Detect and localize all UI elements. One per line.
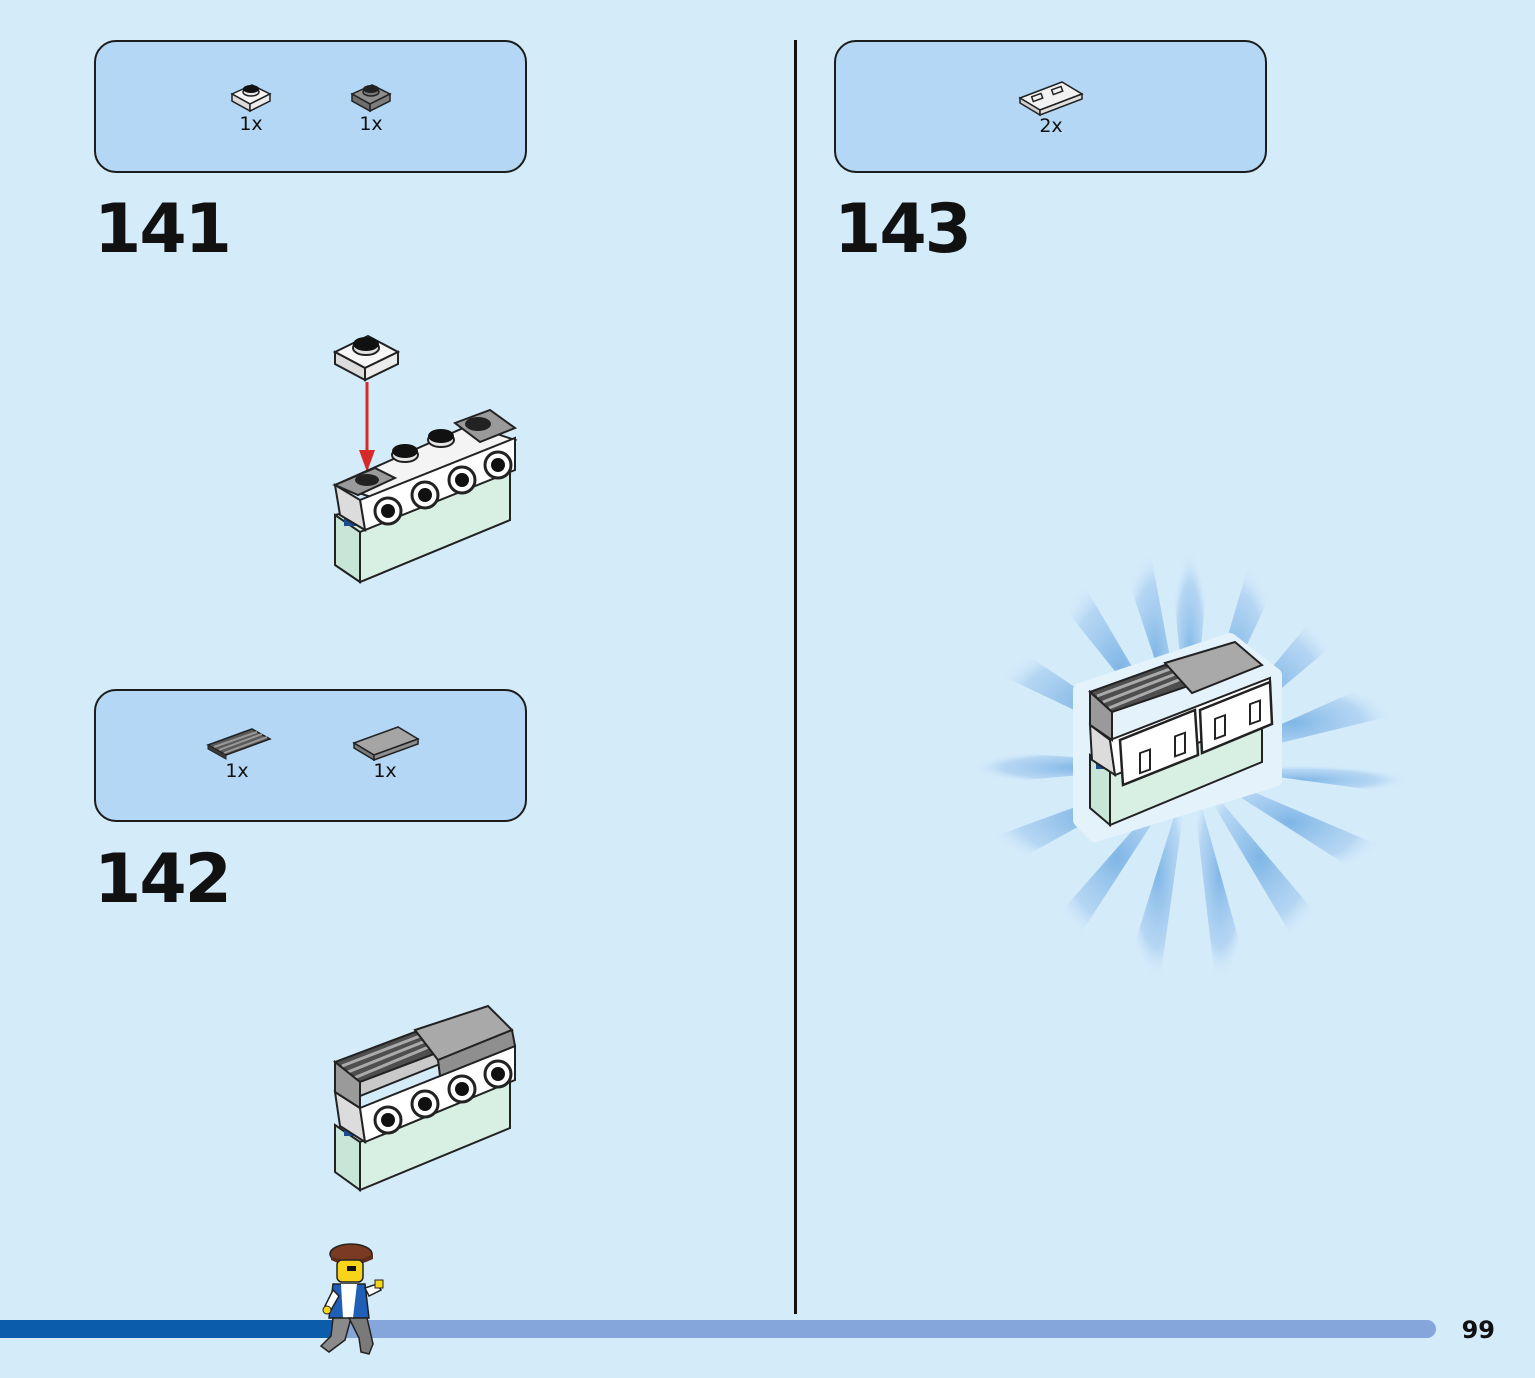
dark-gray-grille-tile-icon (206, 728, 272, 760)
model-step-141 (332, 334, 518, 584)
progress-fill (0, 1320, 338, 1338)
step-number-142: 142 (94, 840, 232, 919)
model-step-143-completed (970, 550, 1410, 980)
white-plate-1x1-icon (230, 84, 272, 113)
progress-track (0, 1320, 1436, 1338)
part-white-clip-tile: 2x (1014, 76, 1088, 136)
part-grille-tile: 1x (200, 723, 274, 781)
page-number: 99 (1461, 1316, 1495, 1344)
placement-arrow (359, 382, 375, 472)
white-tile-with-clip-icon (1018, 81, 1084, 116)
part-qty: 1x (359, 113, 383, 135)
dark-gray-plate-1x1-icon (350, 84, 392, 113)
walking-minifigure-icon (319, 1243, 384, 1355)
part-qty: 1x (239, 113, 263, 135)
part-qty: 1x (373, 760, 397, 782)
part-gray-tile: 1x (348, 723, 422, 781)
page-divider (794, 40, 797, 1314)
falling-white-plate (332, 334, 401, 382)
gray-tile-1x2-icon (352, 726, 420, 761)
part-white-plate: 1x (226, 78, 276, 134)
part-qty: 2x (1039, 115, 1063, 137)
part-dark-gray-plate: 1x (346, 78, 396, 134)
part-qty: 1x (225, 760, 249, 782)
model-step-142 (333, 1004, 517, 1192)
step-number-141: 141 (94, 190, 232, 269)
parts-box-step-142: 1x 1x (94, 689, 527, 822)
parts-box-step-141: 1x 1x (94, 40, 527, 173)
step-number-143: 143 (834, 190, 972, 269)
parts-box-step-143: 2x (834, 40, 1267, 173)
